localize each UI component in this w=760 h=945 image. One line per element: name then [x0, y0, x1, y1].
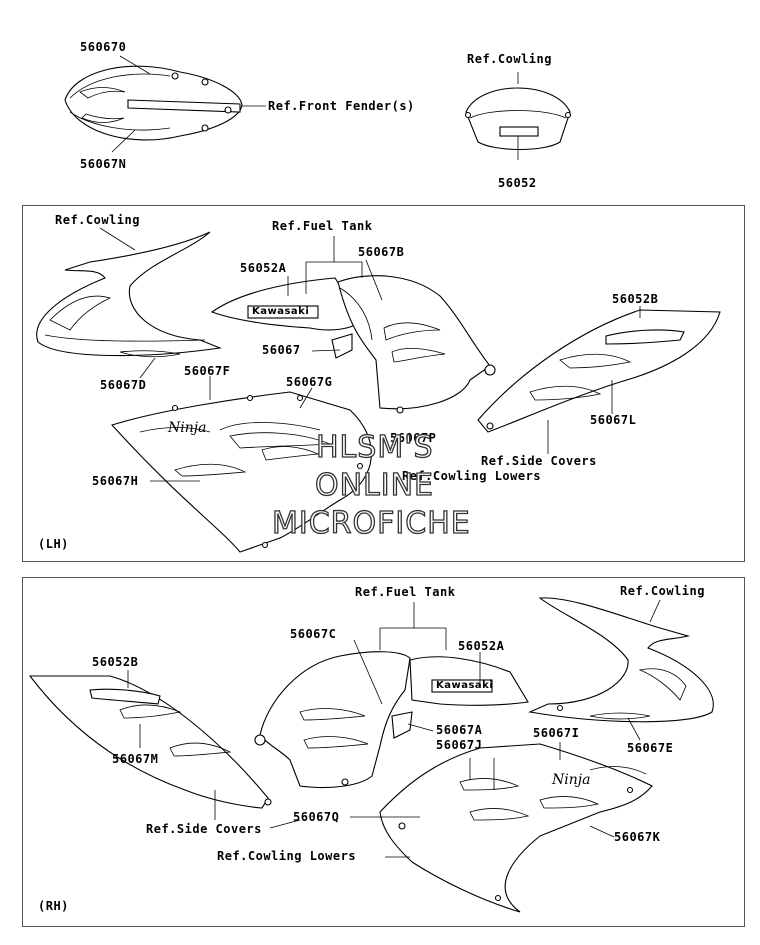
label-rh-56067i[interactable]: 56067I [533, 726, 580, 740]
label-rh-56067q[interactable]: 56067Q [293, 810, 340, 824]
label-lh-ref-fuel-tank[interactable]: Ref.Fuel Tank [272, 219, 373, 233]
lh-upper-cowling-part [36, 231, 223, 358]
label-lh-56067b[interactable]: 56067B [358, 245, 405, 259]
label-ref-cowling-top[interactable]: Ref.Cowling [467, 52, 552, 66]
label-rh-56067e[interactable]: 56067E [627, 741, 674, 755]
rh-kawasaki-decal: Kawasaki [436, 680, 494, 691]
label-rh-56067m[interactable]: 56067M [112, 752, 159, 766]
label-rh-ref-cowling[interactable]: Ref.Cowling [620, 584, 705, 598]
rh-fuel-tank-part [254, 651, 529, 789]
label-lh-56067[interactable]: 56067 [262, 343, 301, 357]
label-rh-ref-side-covers[interactable]: Ref.Side Covers [146, 822, 262, 836]
lh-fuel-tank-part [210, 275, 496, 414]
label-56067n[interactable]: 56067N [80, 157, 127, 171]
label-rh-56067k[interactable]: 56067K [614, 830, 661, 844]
label-rh-56067j[interactable]: 56067J [436, 738, 483, 752]
label-ref-front-fender[interactable]: Ref.Front Fender(s) [268, 99, 415, 113]
label-lh-56067l[interactable]: 56067L [590, 413, 637, 427]
label-56052[interactable]: 56052 [498, 176, 537, 190]
label-rh-56067a[interactable]: 56067A [436, 723, 483, 737]
lh-kawasaki-decal: Kawasaki [252, 306, 310, 317]
rh-upper-cowling-part [528, 597, 714, 723]
label-lh-56067g[interactable]: 56067G [286, 375, 333, 389]
rh-side-cover-part [28, 675, 272, 809]
watermark-line1: HLSM'S [315, 429, 434, 465]
label-rh-56052b[interactable]: 56052B [92, 655, 139, 669]
rh-side-tag: (RH) [38, 899, 69, 913]
watermark-line3: MICROFICHE [271, 505, 471, 541]
lh-cowling-lower-part: Ninja [111, 391, 372, 553]
svg-text:Ninja: Ninja [167, 420, 206, 436]
label-560670[interactable]: 560670 [80, 40, 127, 54]
label-rh-56052a[interactable]: 56052A [458, 639, 505, 653]
label-lh-ref-cowling[interactable]: Ref.Cowling [55, 213, 140, 227]
watermark-line2: ONLINE [314, 467, 435, 503]
rh-cowling-lower-part: Ninja [379, 743, 653, 913]
rh-panel-frame [22, 577, 745, 927]
windscreen-cowling-part [464, 87, 572, 151]
label-lh-ref-side-covers[interactable]: Ref.Side Covers [481, 454, 597, 468]
label-lh-56052b[interactable]: 56052B [612, 292, 659, 306]
label-lh-56052a[interactable]: 56052A [240, 261, 287, 275]
label-rh-56067c[interactable]: 56067C [290, 627, 337, 641]
label-lh-56067p[interactable]: 56067P [390, 431, 437, 445]
label-rh-ref-fuel-tank[interactable]: Ref.Fuel Tank [355, 585, 456, 599]
label-lh-ref-cowling-lowers[interactable]: Ref.Cowling Lowers [402, 469, 542, 483]
label-lh-56067f[interactable]: 56067F [184, 364, 231, 378]
lh-panel-frame [22, 205, 745, 562]
lh-side-tag: (LH) [38, 537, 69, 551]
svg-text:Ninja: Ninja [551, 772, 590, 788]
label-lh-56067d[interactable]: 56067D [100, 378, 147, 392]
front-fender-part [64, 65, 243, 141]
label-lh-56067h[interactable]: 56067H [92, 474, 139, 488]
lh-side-cover-part [477, 309, 721, 433]
label-rh-ref-cowling-lowers[interactable]: Ref.Cowling Lowers [217, 849, 357, 863]
